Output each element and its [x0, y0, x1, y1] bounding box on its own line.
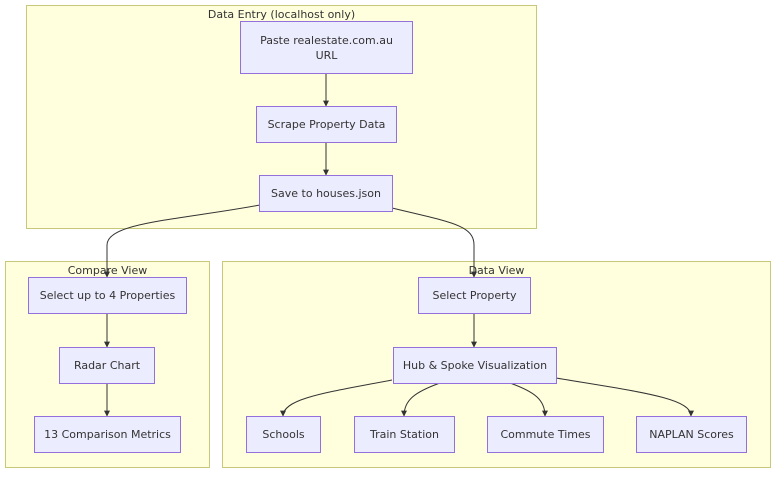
node-hub-spoke-label: Hub & Spoke Visualization [402, 359, 548, 372]
compare-view-cluster-label: Compare View [67, 264, 148, 277]
node-naplan-label: NAPLAN Scores [649, 428, 734, 441]
node-select-property: Select Property [418, 277, 531, 314]
data-view-cluster-label: Data View [468, 264, 525, 277]
node-commute-times: Commute Times [487, 416, 604, 453]
node-save-houses-json: Save to houses.json [259, 175, 393, 212]
node-radar-label: Radar Chart [73, 359, 141, 372]
node-paste-url: Paste realestate.com.au URL [240, 21, 413, 74]
node-save-label: Save to houses.json [271, 187, 381, 200]
node-hub-spoke: Hub & Spoke Visualization [393, 347, 557, 384]
node-radar-chart: Radar Chart [59, 347, 155, 384]
node-schools-label: Schools [262, 428, 305, 441]
node-train-label: Train Station [370, 428, 439, 441]
node-schools: Schools [246, 416, 321, 453]
node-paste-url-label: Paste realestate.com.au URL [260, 33, 393, 62]
node-commute-label: Commute Times [500, 428, 591, 441]
node-13-comparison-metrics: 13 Comparison Metrics [34, 416, 181, 453]
node-train-station: Train Station [354, 416, 455, 453]
node-naplan-scores: NAPLAN Scores [636, 416, 747, 453]
node-scrape-property-data: Scrape Property Data [256, 106, 397, 143]
node-select-up-to-4: Select up to 4 Properties [28, 277, 187, 314]
node-select-up-to-4-label: Select up to 4 Properties [39, 289, 176, 302]
node-metrics-label: 13 Comparison Metrics [44, 428, 171, 441]
data-entry-cluster-label: Data Entry (localhost only) [207, 8, 356, 21]
node-select-property-label: Select Property [432, 289, 517, 302]
node-scrape-label: Scrape Property Data [267, 118, 386, 131]
